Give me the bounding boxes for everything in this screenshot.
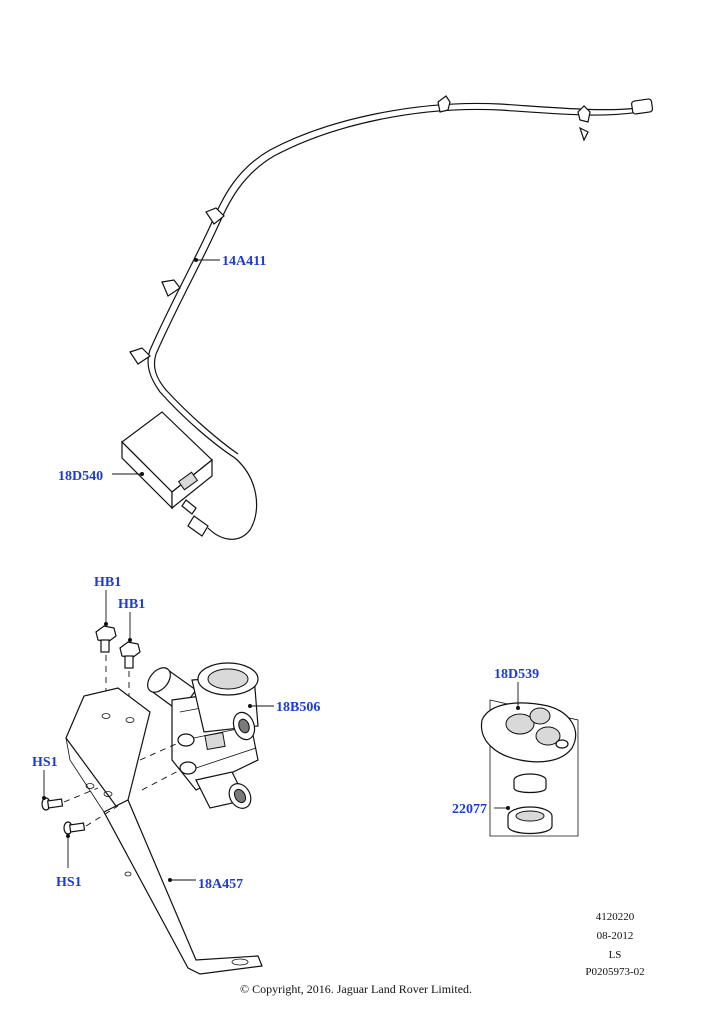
bolt-hb1-right [119, 641, 141, 669]
wiring-harness [129, 95, 654, 540]
callout-remote-transmitter: 18D539 [494, 667, 539, 682]
module-connector-icon [187, 515, 209, 537]
harness-clip-icon [129, 347, 151, 365]
callout-receiver-module: 18D540 [58, 469, 103, 484]
callout-pump: 18B506 [276, 700, 320, 715]
remote-button-icon [529, 707, 551, 725]
remote-button-icon [535, 726, 561, 746]
remote-button-icon [505, 713, 535, 735]
harness-connector-icon [631, 98, 654, 115]
receiver-module [121, 411, 213, 537]
screw-hs1-lower [63, 821, 86, 835]
screw-hs1-upper [41, 797, 64, 811]
harness-clip-icon [205, 207, 225, 225]
drawing-part-ref: P0205973-02 [585, 966, 644, 978]
callout-screw-2: HS1 [56, 875, 82, 890]
callout-bolt-1: HB1 [94, 575, 121, 590]
callout-bracket: 18A457 [198, 877, 243, 892]
battery-cell [507, 773, 553, 835]
copyright-notice: © Copyright, 2016. Jaguar Land Rover Lim… [240, 982, 472, 996]
drawing-date: 08-2012 [597, 930, 634, 942]
harness-clip-icon [161, 279, 181, 297]
drawing-code: LS [609, 949, 622, 961]
harness-clip-icon [437, 95, 451, 113]
mounting-bracket [65, 687, 263, 975]
coolant-pump [147, 662, 259, 809]
harness-clip-icon [577, 105, 591, 123]
callout-harness: 14A411 [222, 254, 266, 269]
callout-screw-1: HS1 [32, 755, 58, 770]
callout-battery: 22077 [452, 802, 487, 817]
callout-leaders [42, 258, 520, 882]
remote-transmitter [480, 699, 579, 837]
callout-bolt-2: HB1 [118, 597, 145, 612]
drawing-ref-number: 4120220 [596, 911, 635, 923]
bolt-hb1-left [95, 625, 117, 653]
